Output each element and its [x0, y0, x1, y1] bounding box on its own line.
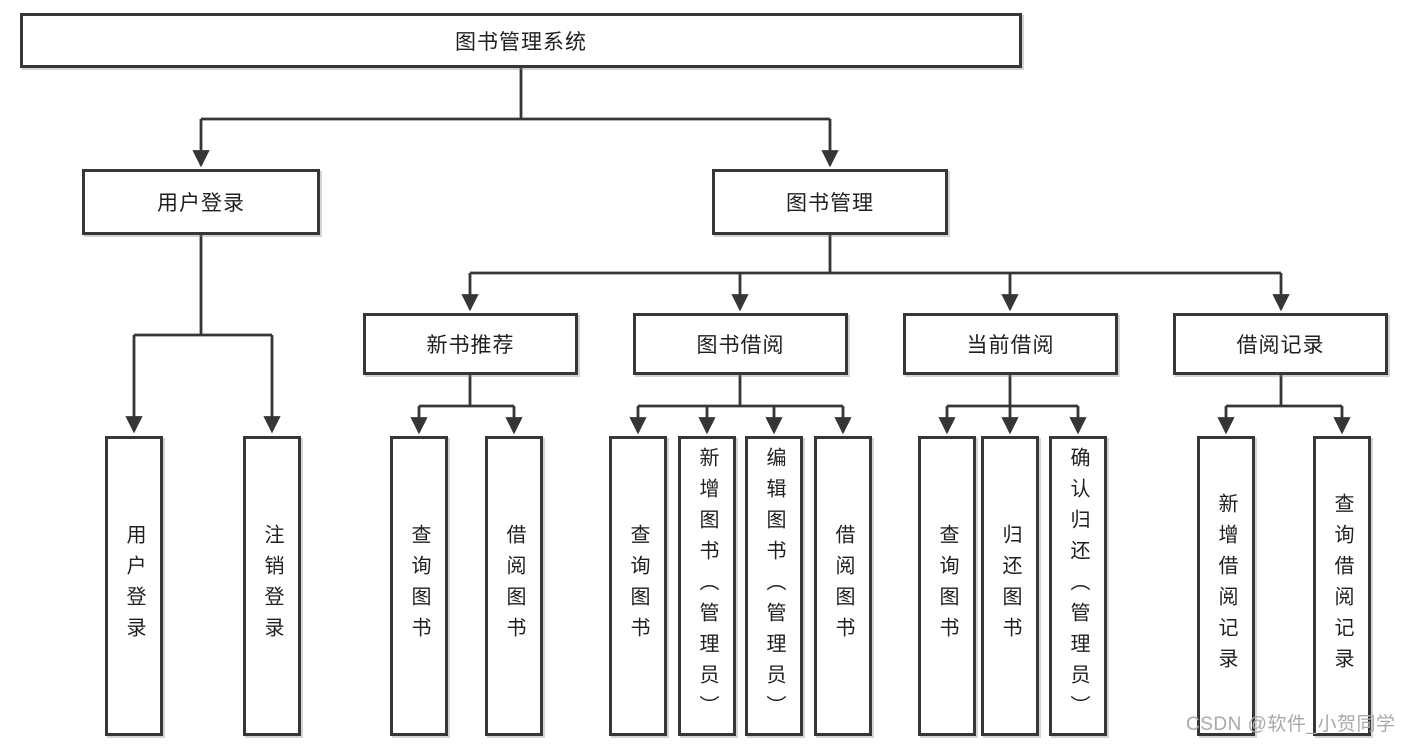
node-new-book-recommend: 新书推荐 — [363, 313, 578, 375]
leaf-label: 用户登录 — [123, 524, 145, 648]
leaf-borrow-add-books-admin: 新增图书（管理员） — [678, 436, 736, 736]
leaf-label: 查询图书 — [936, 524, 958, 648]
leaf-newbooks-borrow-books: 借阅图书 — [485, 436, 543, 736]
leaf-label: 查询借阅记录 — [1331, 493, 1353, 679]
leaf-records-query-record: 查询借阅记录 — [1313, 436, 1371, 736]
watermark: CSDN @软件_小贺同学 — [1186, 714, 1396, 735]
leaf-current-confirm-return-admin: 确认归还（管理员） — [1049, 436, 1107, 736]
leaf-label: 查询图书 — [627, 524, 649, 648]
leaf-label: 确认归还（管理员） — [1067, 446, 1089, 726]
leaf-borrow-borrow-books: 借阅图书 — [814, 436, 872, 736]
node-root: 图书管理系统 — [20, 13, 1022, 68]
leaf-user-login: 用户登录 — [105, 436, 163, 736]
node-user-login: 用户登录 — [82, 169, 320, 235]
leaf-label: 归还图书 — [999, 524, 1021, 648]
leaf-label: 借阅图书 — [503, 524, 525, 648]
leaf-label: 编辑图书（管理员） — [763, 446, 785, 726]
node-book-borrow: 图书借阅 — [633, 313, 848, 375]
leaf-current-query-books: 查询图书 — [918, 436, 976, 736]
leaf-records-add-record: 新增借阅记录 — [1197, 436, 1255, 736]
leaf-logout-login: 注销登录 — [243, 436, 301, 736]
leaf-current-return-books: 归还图书 — [981, 436, 1039, 736]
leaf-label: 借阅图书 — [832, 524, 854, 648]
leaf-newbooks-query-books: 查询图书 — [390, 436, 448, 736]
node-current-borrow: 当前借阅 — [903, 313, 1118, 375]
node-book-management: 图书管理 — [712, 169, 948, 235]
leaf-label: 新增图书（管理员） — [696, 446, 718, 726]
leaf-borrow-query-books: 查询图书 — [609, 436, 667, 736]
node-borrow-records: 借阅记录 — [1173, 313, 1388, 375]
leaf-label: 查询图书 — [408, 524, 430, 648]
leaf-label: 新增借阅记录 — [1215, 493, 1237, 679]
leaf-borrow-edit-books-admin: 编辑图书（管理员） — [745, 436, 803, 736]
leaf-label: 注销登录 — [261, 524, 283, 648]
